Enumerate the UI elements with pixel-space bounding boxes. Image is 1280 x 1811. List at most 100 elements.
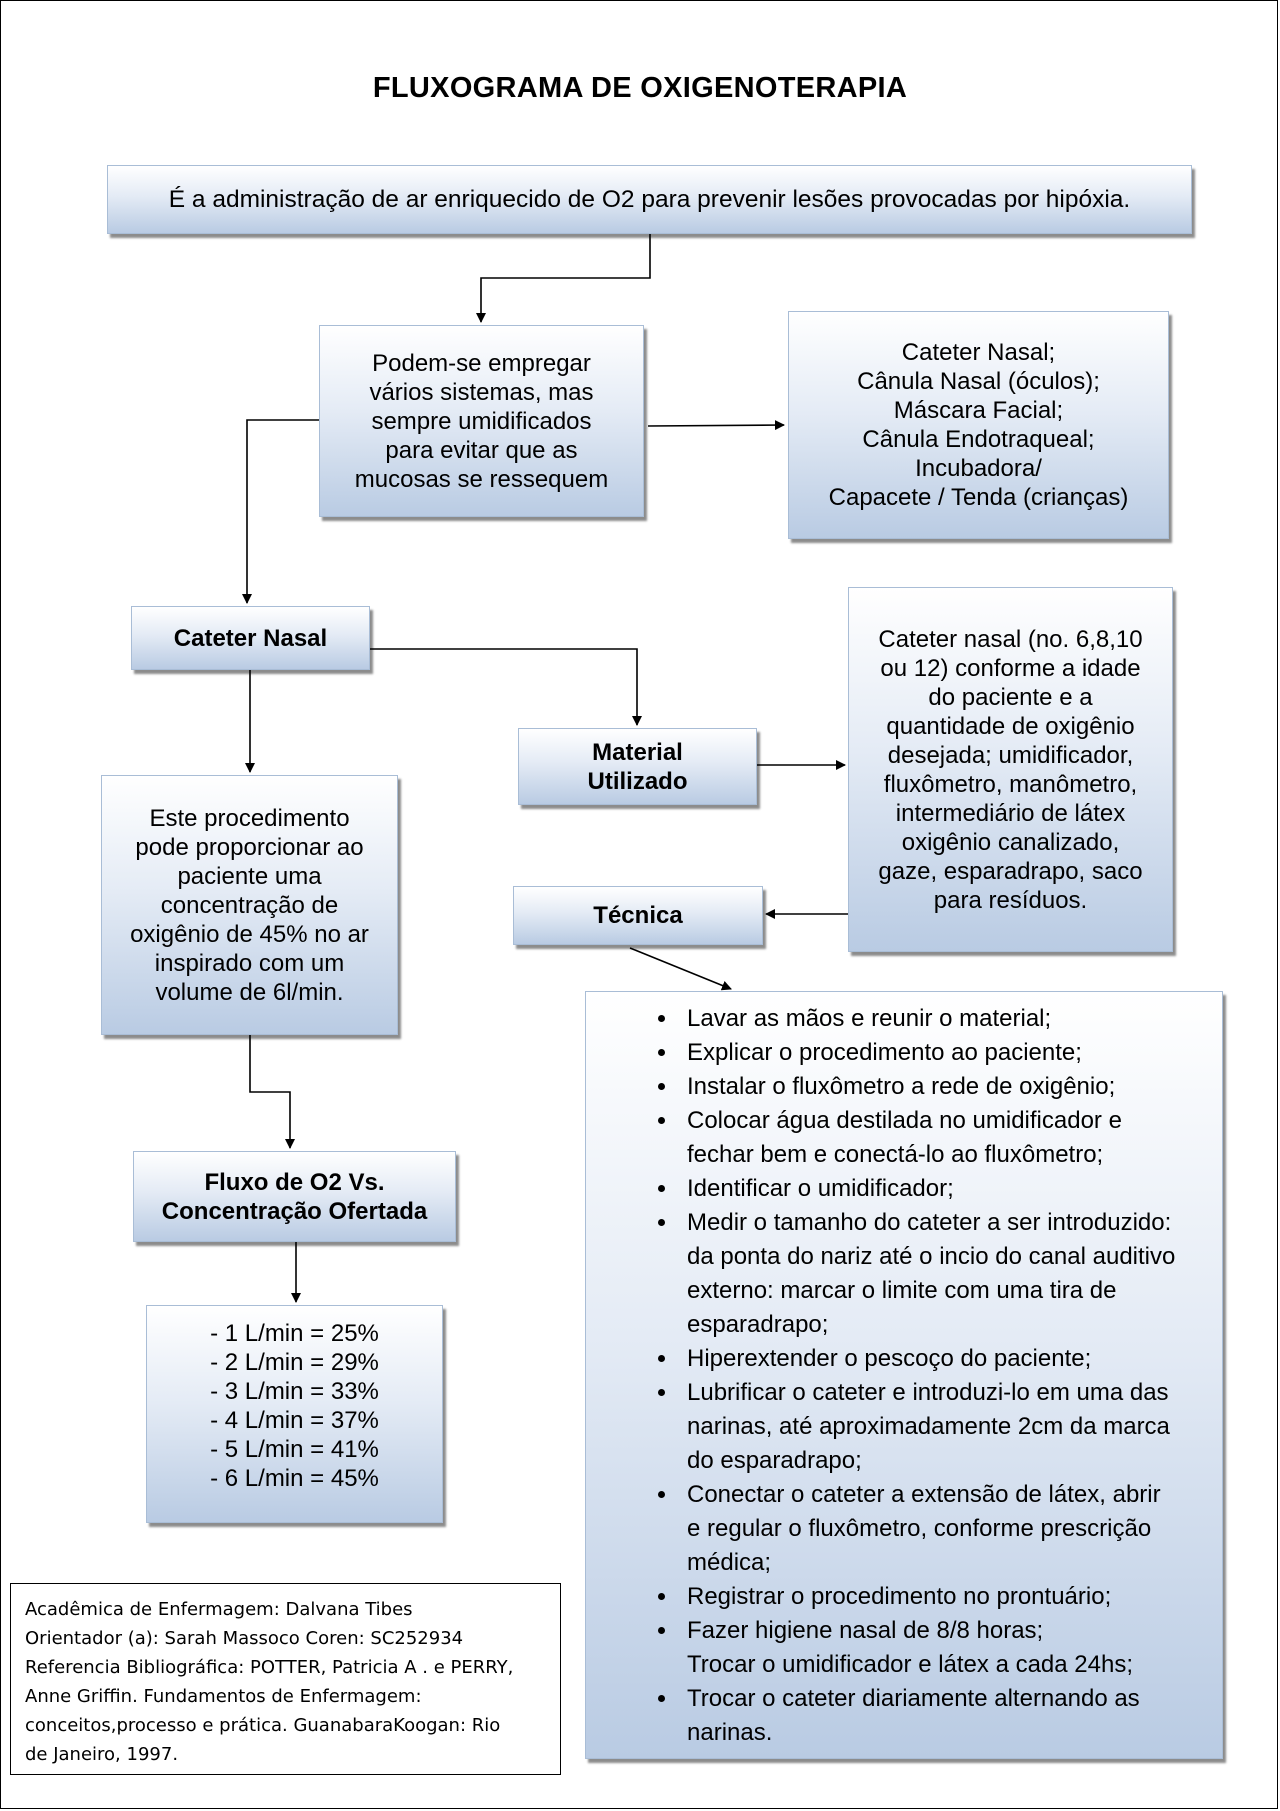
step-item: Explicar o procedimento ao paciente; (679, 1036, 1175, 1070)
arrow-systems-to-devices (647, 420, 785, 431)
systems-line: mucosas se ressequem (354, 465, 609, 493)
systems-line: para evitar que as (385, 436, 578, 464)
step-line: Lubrificar o cateter e introduzi-lo em u… (687, 1379, 1169, 1406)
step-line: Trocar o umidificador e látex a cada 24h… (687, 1651, 1134, 1678)
credits-line: Orientador (a): Sarah Massoco Coren: SC2… (25, 1628, 464, 1649)
systems-line: Podem-se empregar (372, 349, 591, 377)
fluxo-values-line: - 3 L/min = 33% (210, 1378, 379, 1405)
fluxo-label-line: Fluxo de O2 Vs. (204, 1168, 385, 1196)
step-line: Fazer higiene nasal de 8/8 horas; (687, 1617, 1044, 1644)
arrow-definition-to-systems (476, 234, 651, 323)
step-line: da ponta do nariz até o incio do canal a… (687, 1243, 1176, 1270)
material-list-line: fluxômetro, manômetro, (883, 770, 1138, 798)
cateter-nasal-label: Cateter Nasal (173, 624, 328, 652)
devices-line: Máscara Facial; (893, 397, 1064, 424)
definition-box: É a administração de ar enriquecido de O… (107, 165, 1192, 234)
material-list-line: gaze, esparadrapo, saco (878, 857, 1143, 885)
step-item: Trocar o cateter diariamente alternando … (679, 1682, 1175, 1750)
fluxo-values-line: - 1 L/min = 25% (210, 1320, 379, 1347)
fluxo-values-line: - 2 L/min = 29% (210, 1349, 379, 1376)
page-title: FLUXOGRAMA DE OXIGENOTERAPIA (372, 72, 908, 104)
fluxo-label-lines: Fluxo de O2 Vs.Concentração Ofertada (162, 1168, 427, 1226)
fluxo-label-box: Fluxo de O2 Vs.Concentração Ofertada (133, 1151, 456, 1242)
material-list-line: desejada; umidificador, (887, 741, 1134, 769)
step-item: Medir o tamanho do cateter a ser introdu… (679, 1206, 1175, 1342)
step-item: Fazer higiene nasal de 8/8 horas; Trocar … (679, 1614, 1175, 1682)
arrow-systems-to-cateter (242, 419, 319, 604)
step-line: Hiperextender o pescoço do paciente; (687, 1345, 1092, 1372)
material-list-line: Cateter nasal (no. 6,8,10 (878, 625, 1143, 653)
fluxo-values-lines: - 1 L/min = 25%- 2 L/min = 29%- 3 L/min … (210, 1319, 379, 1493)
procedure-line: Este procedimento (149, 804, 350, 832)
systems-line: sempre umidificados (371, 407, 592, 435)
material-label-line: Utilizado (587, 767, 688, 795)
material-list-line: ou 12) conforme a idade (880, 654, 1141, 682)
systems-line: vários sistemas, mas (369, 378, 594, 406)
devices-line: Cateter Nasal; (901, 339, 1056, 366)
material-list-line: para resíduos. (933, 886, 1088, 914)
step-line: Lavar as mãos e reunir o material; (687, 1005, 1052, 1032)
step-line: esparadrapo; (687, 1311, 829, 1338)
devices-lines: Cateter Nasal;Cânula Nasal (óculos);Másc… (829, 338, 1129, 512)
step-line: do esparadrapo; (687, 1447, 862, 1474)
devices-line: Incubadora/ (915, 455, 1042, 482)
credits-line: Acadêmica de Enfermagem: Dalvana Tibes (25, 1599, 413, 1620)
procedure-line: concentração de (160, 891, 339, 919)
step-line: Trocar o cateter diariamente alternando … (687, 1685, 1140, 1712)
fluxo-values-box: - 1 L/min = 25%- 2 L/min = 29%- 3 L/min … (146, 1305, 443, 1523)
cateter-nasal-box: Cateter Nasal (131, 606, 370, 670)
step-line: e regular o fluxômetro, conforme prescri… (687, 1515, 1152, 1542)
step-line: Identificar o umidificador; (687, 1175, 954, 1202)
step-line: Colocar água destilada no umidificador e (687, 1107, 1122, 1134)
step-item: Lubrificar o cateter e introduzi-lo em u… (679, 1376, 1175, 1478)
arrow-tecnica-to-steps (629, 947, 732, 991)
credits-line: de Janeiro, 1997. (25, 1744, 179, 1765)
material-list-line: oxigênio canalizado, (901, 828, 1120, 856)
devices-box: Cateter Nasal;Cânula Nasal (óculos);Másc… (788, 311, 1169, 539)
credits-line: Anne Griffin. Fundamentos de Enfermagem: (25, 1686, 422, 1707)
steps-list: Lavar as mãos e reunir o material; Explic… (586, 1002, 1175, 1750)
step-line: Instalar o fluxômetro a rede de oxigênio… (687, 1073, 1116, 1100)
procedure-line: pode proporcionar ao (135, 833, 364, 861)
procedure-line: oxigênio de 45% no ar (130, 920, 369, 948)
procedure-line: inspirado com um (154, 949, 345, 977)
fluxo-values-line: - 5 L/min = 41% (210, 1436, 379, 1463)
step-line: narinas. (687, 1719, 773, 1746)
step-line: narinas, até aproximadamente 2cm da marc… (687, 1413, 1170, 1440)
material-list-line: intermediário de látex (895, 799, 1126, 827)
step-item: Colocar água destilada no umidificador e… (679, 1104, 1175, 1172)
step-item: Registrar o procedimento no prontuário; (679, 1580, 1175, 1614)
step-item: Hiperextender o pescoço do paciente; (679, 1342, 1175, 1376)
step-item: Lavar as mãos e reunir o material; (679, 1002, 1175, 1036)
procedure-line: volume de 6l/min. (155, 978, 344, 1006)
devices-line: Cânula Nasal (óculos); (857, 368, 1100, 395)
step-line: Registrar o procedimento no prontuário; (687, 1583, 1112, 1610)
fluxo-values-line: - 4 L/min = 37% (210, 1407, 379, 1434)
devices-line: Capacete / Tenda (crianças) (828, 484, 1129, 511)
material-list-line: quantidade de oxigênio (886, 712, 1135, 740)
tecnica-box: Técnica (513, 886, 763, 945)
step-item: Identificar o umidificador; (679, 1172, 1175, 1206)
devices-line: Cânula Endotraqueal; (862, 426, 1095, 453)
steps-box: Lavar as mãos e reunir o material; Explic… (585, 991, 1223, 1759)
step-line: Explicar o procedimento ao paciente; (687, 1039, 1082, 1066)
definition-text: É a administração de ar enriquecido de O… (168, 186, 1131, 213)
arrow-cateter-to-material (370, 648, 642, 726)
tecnica-label: Técnica (593, 902, 683, 929)
credits-line: Referencia Bibliográfica: POTTER, Patric… (25, 1657, 514, 1678)
fluxo-label-line: Concentração Ofertada (161, 1197, 428, 1225)
material-label-line: Material (592, 738, 683, 766)
fluxo-values-line: - 6 L/min = 45% (210, 1465, 379, 1492)
step-line: médica; (687, 1549, 772, 1576)
